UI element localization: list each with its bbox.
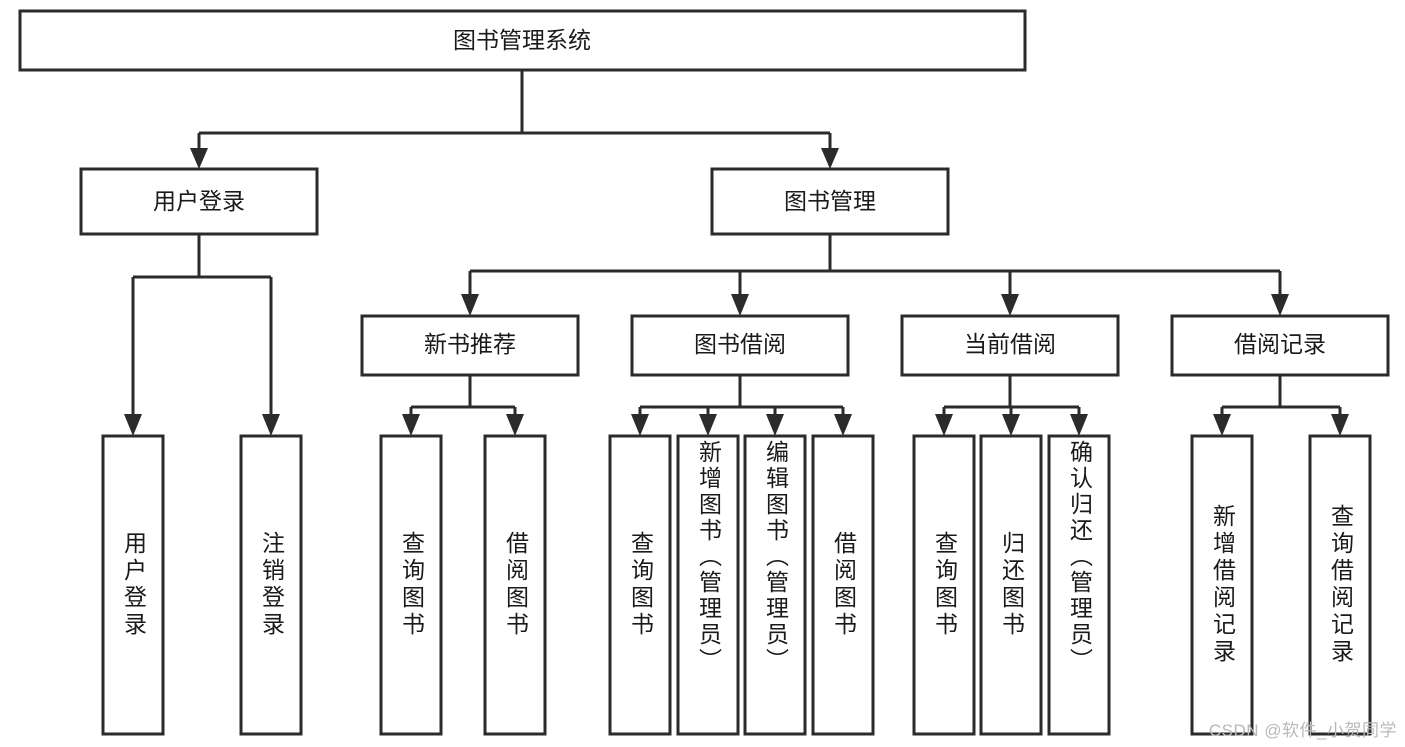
node-leaf-add-record-label-wrap: 新增借阅记录	[1192, 436, 1252, 734]
node-root-label: 图书管理系统	[453, 27, 591, 53]
node-leaf-query-book-2-label: 查询图书	[627, 531, 654, 639]
node-leaf-borrow-book-1[interactable]	[483, 434, 547, 736]
node-leaf-add-book-box[interactable]	[676, 434, 740, 736]
node-leaf-add-book-label-wrap: 新增图书（管理员）	[678, 440, 738, 730]
arrowhead-user-login	[190, 148, 208, 169]
node-leaf-borrow-book-2-label-wrap: 借阅图书	[813, 436, 873, 734]
node-leaf-add-book[interactable]	[676, 434, 740, 736]
node-book-manage[interactable]: 图书管理	[710, 167, 950, 236]
node-leaf-query-book-2-label-wrap: 查询图书	[610, 436, 670, 734]
node-leaf-borrow-book-1-label-wrap: 借阅图书	[485, 436, 545, 734]
node-leaf-query-book-2[interactable]	[608, 434, 672, 736]
node-book-borrow[interactable]: 图书借阅	[630, 314, 850, 377]
node-leaf-query-book-1[interactable]	[379, 434, 443, 736]
arrowhead-leaf-query-record	[1331, 414, 1349, 436]
node-leaf-query-book-1-label: 查询图书	[398, 531, 425, 639]
node-leaf-query-book-1-box[interactable]	[379, 434, 443, 736]
arrowhead-book-manage	[821, 148, 839, 169]
node-leaf-borrow-book-1-box[interactable]	[483, 434, 547, 736]
node-leaf-edit-book-box[interactable]	[743, 434, 807, 736]
node-leaf-user-login-label: 用户登录	[120, 531, 147, 639]
node-leaf-query-record-box[interactable]	[1308, 434, 1372, 736]
arrowhead-leaf-query-book-2	[631, 414, 649, 436]
node-leaf-confirm-return-box[interactable]	[1047, 434, 1111, 736]
arrowhead-leaf-add-book	[699, 414, 717, 436]
node-leaf-query-record-label-wrap: 查询借阅记录	[1310, 436, 1370, 734]
node-root-box[interactable]	[18, 9, 1027, 72]
node-current-borrow-label: 当前借阅	[964, 331, 1056, 357]
arrowhead-borrow-record	[1271, 294, 1289, 316]
node-book-borrow-label: 图书借阅	[694, 331, 786, 357]
node-leaf-return-book-box[interactable]	[979, 434, 1043, 736]
node-leaf-query-book-2-box[interactable]	[608, 434, 672, 736]
node-leaf-query-book-3-label: 查询图书	[931, 531, 958, 639]
node-leaf-query-book-3[interactable]	[912, 434, 976, 736]
arrowhead-leaf-user-login	[124, 414, 142, 436]
arrowhead-leaf-return-book	[1002, 414, 1020, 436]
arrowhead-leaf-logout-login	[262, 414, 280, 436]
node-leaf-return-book-label-wrap: 归还图书	[981, 436, 1041, 734]
arrowhead-leaf-add-record	[1213, 414, 1231, 436]
node-user-login[interactable]: 用户登录	[79, 167, 319, 236]
node-leaf-user-login-label-wrap: 用户登录	[103, 436, 163, 734]
node-leaf-edit-book-label: 编辑图书（管理员）	[762, 440, 789, 674]
node-book-manage-box[interactable]	[710, 167, 950, 236]
arrowhead-leaf-edit-book	[766, 414, 784, 436]
node-leaf-add-record[interactable]	[1190, 434, 1254, 736]
node-leaf-add-record-box[interactable]	[1190, 434, 1254, 736]
node-leaf-add-record-label: 新增借阅记录	[1209, 504, 1236, 666]
node-leaf-query-book-3-box[interactable]	[912, 434, 976, 736]
node-leaf-user-login-box[interactable]	[101, 434, 165, 736]
node-leaf-return-book[interactable]	[979, 434, 1043, 736]
node-leaf-confirm-return-label: 确认归还（管理员）	[1066, 440, 1093, 674]
edge-group	[124, 70, 1349, 436]
node-new-book-recommend-box[interactable]	[360, 314, 580, 377]
node-leaf-logout-login-label: 注销登录	[258, 531, 285, 639]
node-leaf-query-book-1-label-wrap: 查询图书	[381, 436, 441, 734]
node-leaf-borrow-book-2-label: 借阅图书	[830, 531, 857, 639]
node-leaf-query-record[interactable]	[1308, 434, 1372, 736]
node-leaf-borrow-book-2[interactable]	[811, 434, 875, 736]
arrowhead-leaf-confirm-return	[1070, 414, 1088, 436]
node-leaf-logout-login[interactable]	[239, 434, 303, 736]
arrowhead-leaf-query-book-1	[402, 414, 420, 436]
node-leaf-logout-login-label-wrap: 注销登录	[241, 436, 301, 734]
node-current-borrow-box[interactable]	[900, 314, 1120, 377]
node-leaf-confirm-return-label-wrap: 确认归还（管理员）	[1049, 440, 1109, 730]
node-leaf-logout-login-box[interactable]	[239, 434, 303, 736]
node-leaf-borrow-book-1-label: 借阅图书	[502, 531, 529, 639]
arrowhead-current-borrow	[1001, 294, 1019, 316]
node-leaf-borrow-book-2-box[interactable]	[811, 434, 875, 736]
node-user-login-box[interactable]	[79, 167, 319, 236]
arrowhead-leaf-query-book-3	[935, 414, 953, 436]
watermark-text: CSDN @软件_小贺同学	[1208, 721, 1397, 740]
node-user-login-label: 用户登录	[153, 188, 245, 214]
node-current-borrow[interactable]: 当前借阅	[900, 314, 1120, 377]
arrowhead-new-book-recommend	[461, 294, 479, 316]
node-new-book-recommend[interactable]: 新书推荐	[360, 314, 580, 377]
node-book-borrow-box[interactable]	[630, 314, 850, 377]
node-borrow-record[interactable]: 借阅记录	[1170, 314, 1390, 377]
node-leaf-add-book-label: 新增图书（管理员）	[695, 440, 722, 674]
node-leaf-return-book-label: 归还图书	[998, 531, 1025, 639]
node-leaf-edit-book-label-wrap: 编辑图书（管理员）	[745, 440, 805, 730]
node-leaf-user-login[interactable]	[101, 434, 165, 736]
node-book-manage-label: 图书管理	[784, 188, 876, 214]
node-leaf-confirm-return[interactable]	[1047, 434, 1111, 736]
node-leaf-query-record-label: 查询借阅记录	[1327, 504, 1354, 666]
node-new-book-recommend-label: 新书推荐	[424, 331, 516, 357]
node-leaf-edit-book[interactable]	[743, 434, 807, 736]
node-borrow-record-label: 借阅记录	[1234, 331, 1326, 357]
node-borrow-record-box[interactable]	[1170, 314, 1390, 377]
node-leaf-query-book-3-label-wrap: 查询图书	[914, 436, 974, 734]
arrowhead-leaf-borrow-book-2	[834, 414, 852, 436]
node-root[interactable]: 图书管理系统	[18, 9, 1027, 72]
arrowhead-book-borrow	[731, 294, 749, 316]
arrowhead-leaf-borrow-book-1	[506, 414, 524, 436]
